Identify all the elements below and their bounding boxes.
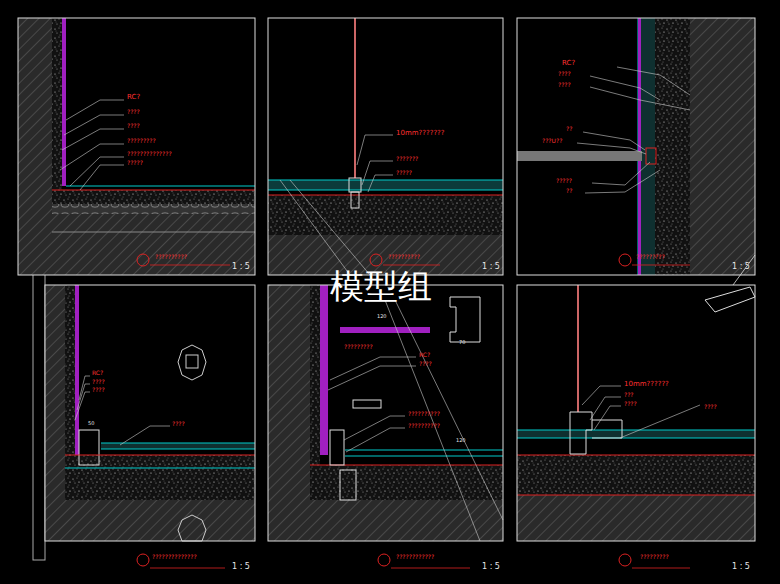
annotation-label: RC? xyxy=(127,94,140,102)
annotation-label: 120 xyxy=(456,438,466,444)
annotation-label: ???? xyxy=(558,71,571,78)
annotation-label: RC? xyxy=(419,352,430,359)
annotation-label: 1 : 5 xyxy=(732,563,750,572)
annotation-label: ????????? xyxy=(344,344,373,351)
annotation-label: ???? xyxy=(558,82,571,89)
annotation-label: ????????? xyxy=(127,138,156,145)
annotation-label: ?????????? xyxy=(155,254,187,261)
annotation-label: ???? xyxy=(624,401,637,408)
annotation-label: ????? xyxy=(556,178,572,185)
annotation-label: ????????? xyxy=(640,554,669,561)
annotation-label: 1 : 5 xyxy=(732,263,750,272)
annotation-label: 50 xyxy=(88,421,94,427)
annotation-label: ???? xyxy=(92,379,105,386)
annotation-label: ?????????????? xyxy=(127,151,172,158)
annotation-label: 10mm?????? xyxy=(624,381,669,389)
annotation-label: RC? xyxy=(92,370,103,377)
annotation-label: ?????????? xyxy=(408,423,440,430)
annotation-label: ????? xyxy=(396,170,412,177)
annotation-label: ?????????? xyxy=(408,411,440,418)
annotation-label: ?????????? xyxy=(388,254,420,261)
annotation-label: 1 : 5 xyxy=(482,563,500,572)
watermark: 模型组 xyxy=(330,268,432,305)
annotation-label: ???? xyxy=(127,109,140,116)
annotation-label: ?? xyxy=(566,188,572,195)
annotation-label: 1 : 5 xyxy=(232,263,250,272)
annotation-label: ???????????? xyxy=(396,554,434,561)
annotation-label: 1 : 5 xyxy=(232,563,250,572)
annotation-label: ??? xyxy=(624,392,634,399)
annotation-label: ???? xyxy=(92,387,105,394)
annotation-label: ??????? xyxy=(396,156,418,163)
annotation-label: ???? xyxy=(172,421,185,428)
annotation-label: ????? xyxy=(127,160,143,167)
annotation-label: RC? xyxy=(562,60,575,68)
annotation-label: ?????????????? xyxy=(152,554,197,561)
annotation-label: ???? xyxy=(704,404,717,411)
annotation-label: ???U?? xyxy=(542,138,562,145)
annotation-label: ???? xyxy=(127,123,140,130)
annotation-label: ???? xyxy=(419,361,432,368)
annotation-label: 10mm??????? xyxy=(396,130,445,138)
annotation-label: 70 xyxy=(459,340,465,346)
annotation-label: 1 : 5 xyxy=(482,263,500,272)
annotation-label: ????????? xyxy=(636,254,665,261)
annotation-label: 120 xyxy=(377,314,387,320)
annotation-label: ?? xyxy=(566,126,572,133)
